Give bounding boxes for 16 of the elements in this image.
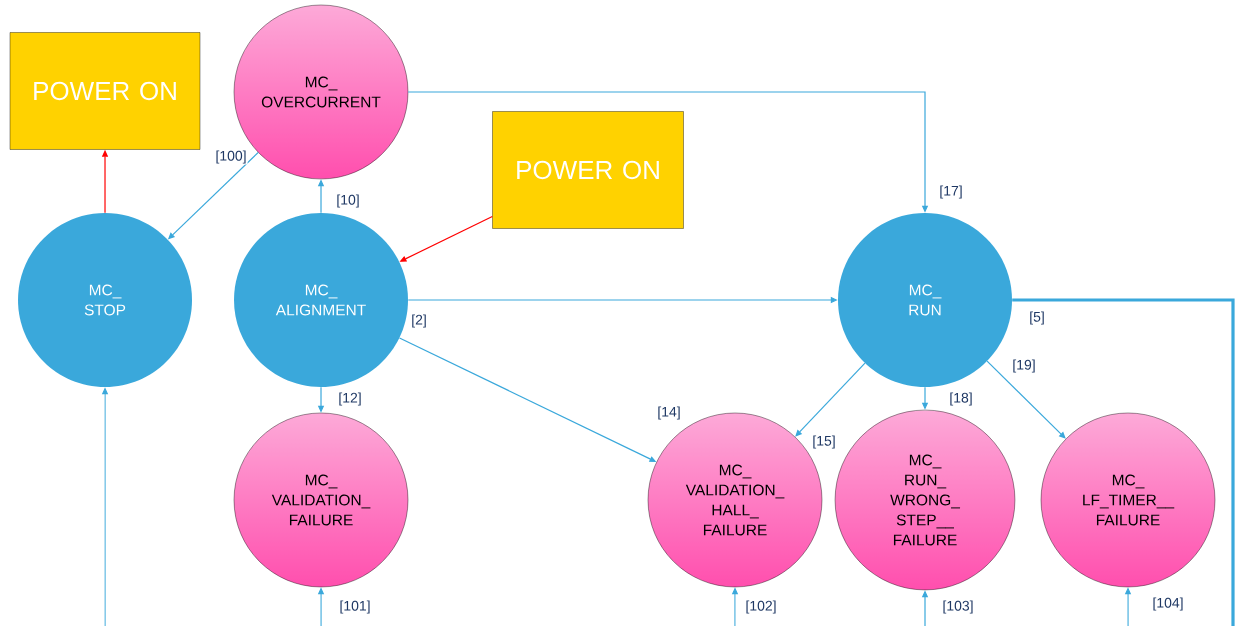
- edge-label: [18]: [948, 391, 974, 407]
- edge-label: [101]: [338, 599, 372, 615]
- edge-label: [17]: [938, 184, 964, 200]
- edge-label: [102]: [744, 599, 778, 615]
- edge-label: [2]: [410, 313, 428, 329]
- edge-label: [19]: [1011, 358, 1037, 374]
- arrow: [986, 360, 1066, 439]
- start-box: POWER ON: [9, 32, 201, 150]
- edge-label: [5]: [1028, 310, 1046, 326]
- edge-label: [104]: [1151, 596, 1185, 612]
- arrow: [795, 362, 866, 437]
- edge-label: [100]: [214, 149, 248, 165]
- edge-label: [12]: [337, 391, 363, 407]
- start-box: POWER ON: [492, 111, 684, 229]
- edge-label: [10]: [335, 193, 361, 209]
- edge-label: [103]: [941, 599, 975, 615]
